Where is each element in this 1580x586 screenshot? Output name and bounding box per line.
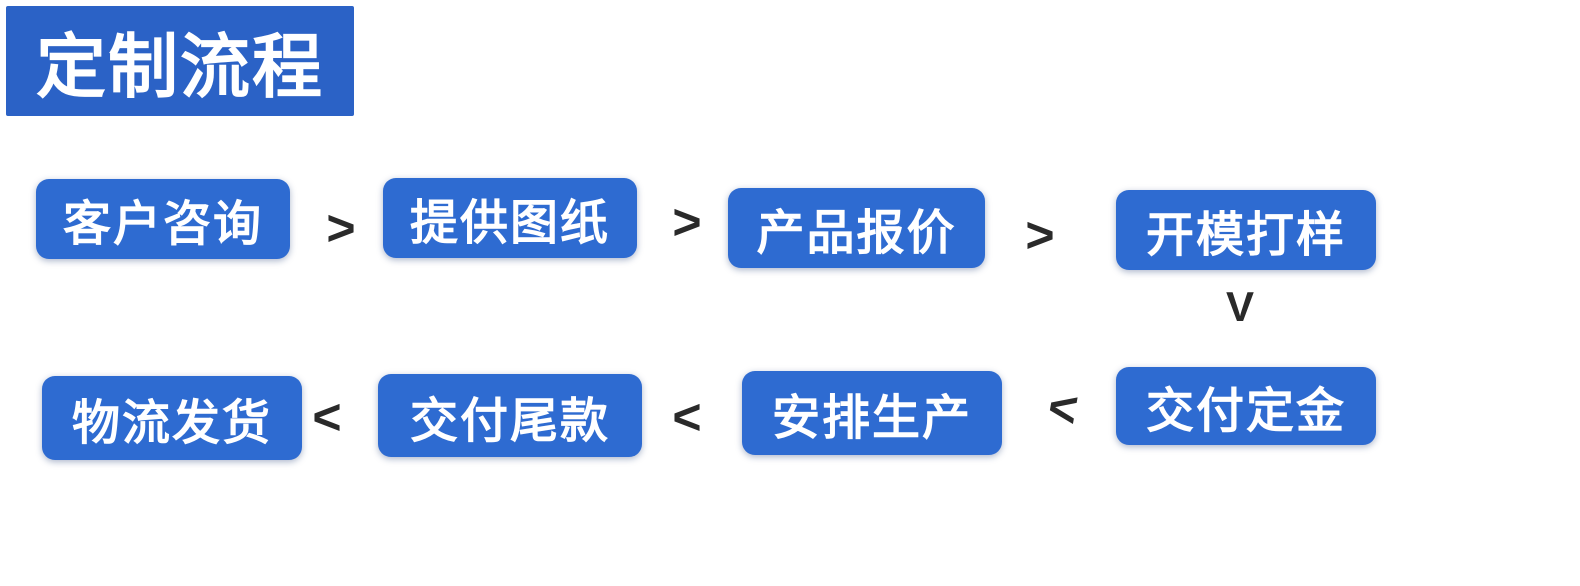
arrow-left-icon: < — [1043, 377, 1083, 439]
flow-step-deposit-payment: 交付定金 — [1116, 367, 1376, 445]
flow-step-arrange-production: 安排生产 — [742, 371, 1002, 455]
flow-step-product-quote: 产品报价 — [728, 188, 985, 268]
arrow-left-icon: < — [312, 389, 342, 445]
flow-step-customer-inquiry: 客户咨询 — [36, 179, 290, 259]
arrow-down-icon: V — [1225, 283, 1254, 330]
page-title: 定制流程 — [6, 6, 354, 116]
arrow-right-icon: > — [326, 200, 356, 256]
arrow-right-icon: > — [672, 194, 702, 250]
flow-step-mold-sampling: 开模打样 — [1116, 190, 1376, 270]
flow-step-logistics-shipping: 物流发货 — [42, 376, 302, 460]
arrow-right-icon: > — [1025, 207, 1055, 263]
arrow-left-icon: < — [672, 389, 702, 445]
flow-step-provide-drawings: 提供图纸 — [383, 178, 637, 258]
flow-step-final-payment: 交付尾款 — [378, 374, 642, 457]
